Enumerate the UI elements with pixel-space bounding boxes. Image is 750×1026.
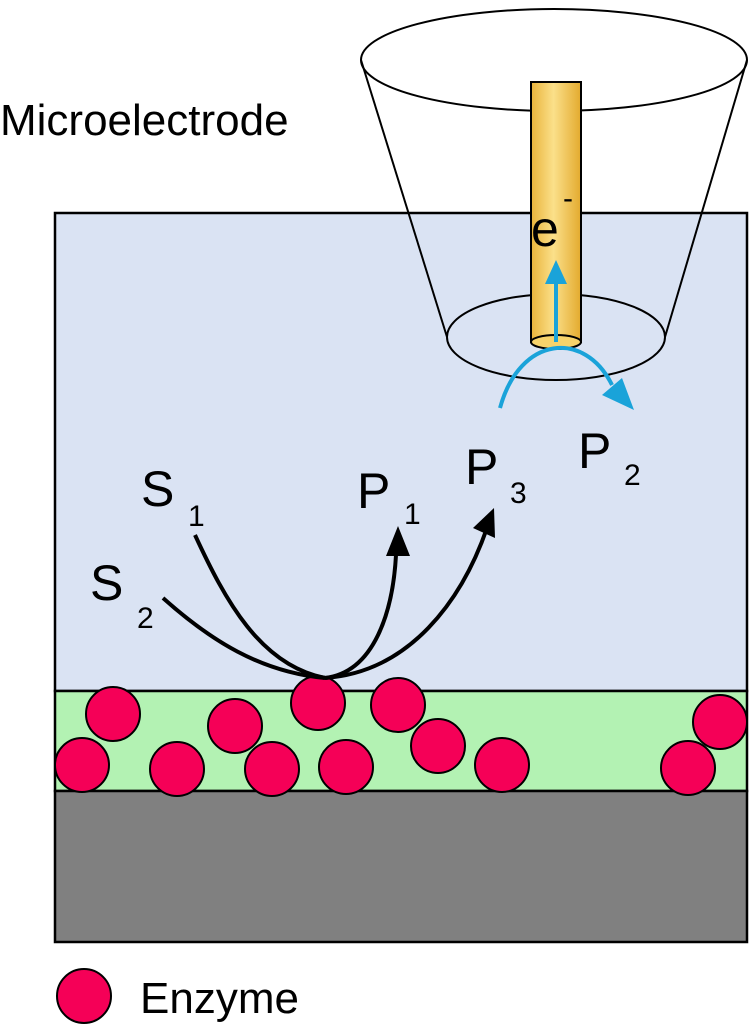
enzyme-particle xyxy=(692,694,748,750)
legend: Enzyme xyxy=(56,968,299,1024)
arrow-s2 xyxy=(161,596,326,680)
enzyme-particle xyxy=(290,675,346,731)
s2-index: 2 xyxy=(137,602,154,635)
p2-label: P xyxy=(578,423,611,479)
s2-label: S xyxy=(90,555,123,611)
arrow-p1 xyxy=(324,554,398,680)
p1-index: 1 xyxy=(404,498,421,531)
legend-enzyme-label: Enzyme xyxy=(140,974,299,1023)
enzyme-particle xyxy=(660,740,716,796)
enzyme-particle xyxy=(207,698,263,754)
enzyme-particle xyxy=(410,718,466,774)
enzyme-particle xyxy=(149,741,205,797)
enzyme-particles xyxy=(54,675,748,797)
p3-label: P xyxy=(465,439,498,495)
arrowhead-electron-up xyxy=(545,260,567,284)
arrowhead-p2 xyxy=(602,378,634,410)
solution-region xyxy=(53,211,749,693)
enzyme-particle xyxy=(54,737,110,793)
electron-label: e xyxy=(531,201,559,257)
reaction-arrows xyxy=(161,527,489,680)
electron-arrows xyxy=(498,282,614,409)
arrow-s1 xyxy=(193,534,326,680)
electron-charge-label: - xyxy=(563,182,573,215)
p1-label: P xyxy=(357,463,390,519)
arrowhead-p3 xyxy=(473,508,495,538)
enzyme-particle xyxy=(244,741,300,797)
microelectrode-label: Microelectrode xyxy=(0,96,289,145)
legend-enzyme-swatch xyxy=(56,968,112,1024)
arrowhead-p1 xyxy=(386,526,410,556)
electron-transfer-arc xyxy=(498,346,614,409)
s1-label: S xyxy=(141,461,174,517)
enzyme-particle xyxy=(318,739,374,795)
arrow-p3 xyxy=(324,527,489,680)
electron-arrowheads xyxy=(545,260,634,410)
enzyme-particle xyxy=(370,677,426,733)
p2-index: 2 xyxy=(624,459,641,492)
reaction-arrowheads xyxy=(386,508,495,556)
substrate-base xyxy=(53,789,749,944)
p3-index: 3 xyxy=(510,477,527,510)
enzyme-particle xyxy=(474,737,530,793)
enzyme-particle xyxy=(85,686,141,742)
s1-index: 1 xyxy=(188,500,205,533)
